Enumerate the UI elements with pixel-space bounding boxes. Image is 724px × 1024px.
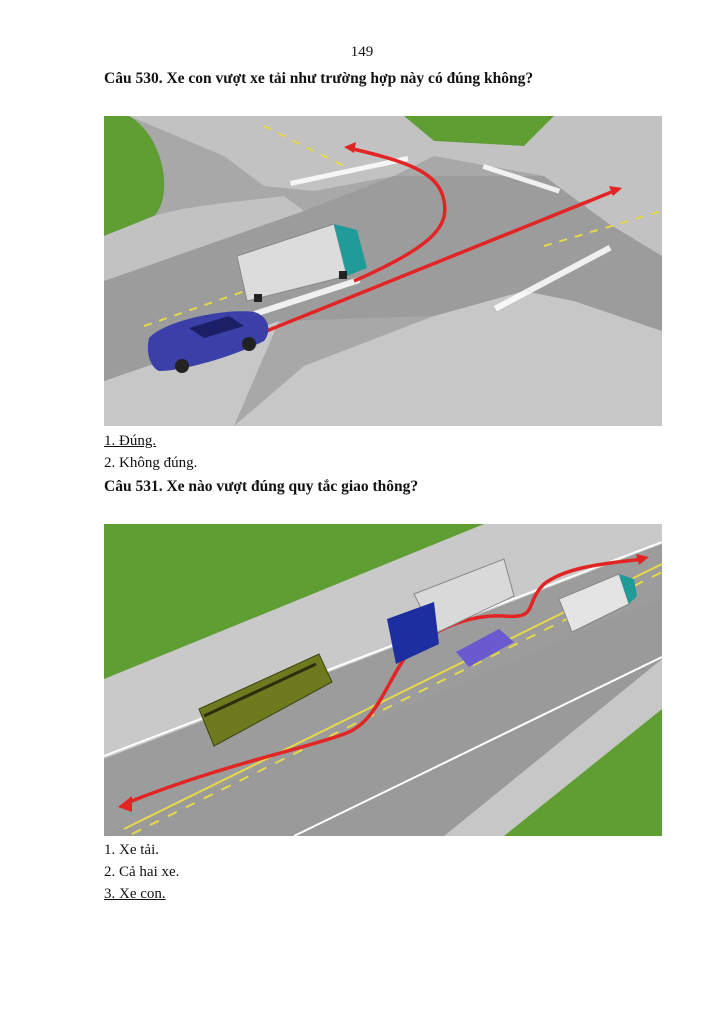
car-icon bbox=[456, 629, 514, 667]
answer-530-2: 2. Không đúng. bbox=[104, 455, 198, 471]
answer-530-1: 1. Đúng. bbox=[104, 433, 157, 449]
bus-icon bbox=[198, 653, 333, 747]
truck-icon bbox=[236, 223, 367, 302]
question-530-title: Câu 530. Xe con vượt xe tải như trường h… bbox=[104, 70, 534, 87]
answer-531-1: 1. Xe tải. bbox=[104, 842, 159, 858]
question-530-figure bbox=[104, 116, 662, 426]
question-531-title: Câu 531. Xe nào vượt đúng quy tắc giao t… bbox=[104, 478, 419, 495]
car-icon bbox=[147, 311, 269, 373]
intersection-illustration bbox=[104, 116, 662, 426]
question-531-figure bbox=[104, 524, 662, 836]
answer-531-3: 3. Xe con. bbox=[104, 886, 166, 902]
page-number: 149 bbox=[350, 44, 374, 60]
answer-531-2: 2. Cả hai xe. bbox=[104, 864, 180, 880]
truck-icon bbox=[387, 558, 515, 664]
van-icon bbox=[558, 573, 637, 633]
road-overtaking-illustration bbox=[104, 524, 662, 836]
